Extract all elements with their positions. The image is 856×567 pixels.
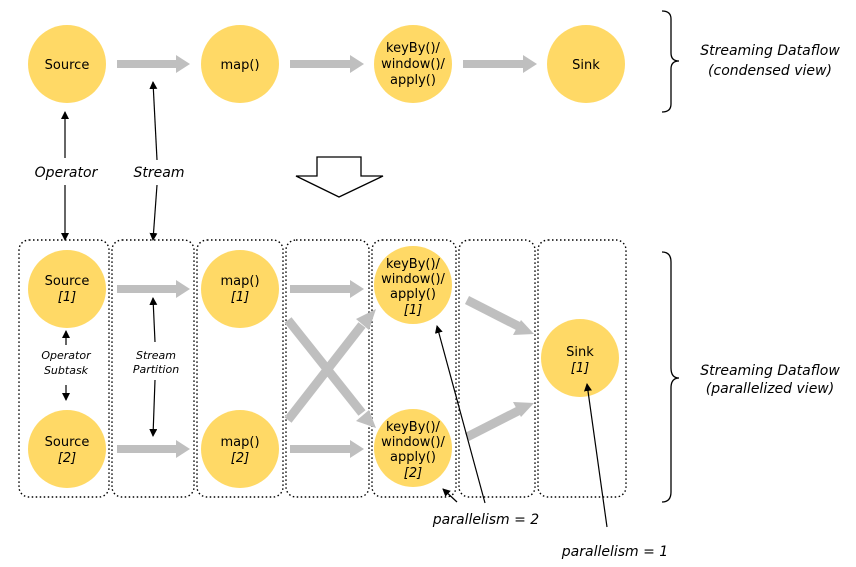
condensed-keyby-line-2: window()/ [381,57,445,72]
condensed-view: Source map() keyBy()/ window()/ apply() … [28,10,840,113]
source1-index: [1] [58,290,76,305]
group-stream-1 [111,239,195,498]
sink1-label: Sink [566,345,594,360]
partition-arrow-keyby1-sink [464,295,523,332]
partition-arrow-keyby2-sink [464,405,523,442]
partition-arrow-map1-keyby1 [290,280,364,298]
stream-partition-label-2: Partition [133,363,179,376]
source2-index: [2] [58,451,76,466]
operator-subtask-label-1: Operator [41,349,92,362]
condensed-sink-label: Sink [572,58,600,73]
partition-arrow-source1-map1 [117,280,190,298]
condensed-side-label-2: (condensed view) [708,63,832,79]
keyby1-line-2: window()/ [381,272,445,287]
keyby1-node [374,246,452,324]
parallel-bracket [661,251,680,503]
source1-label: Source [45,274,90,289]
keyby1-line-3: apply() [390,287,436,302]
condensed-side-label-1: Streaming Dataflow [700,43,840,59]
condensed-map-node [201,25,279,103]
parallelism2-pointer-keyby1 [434,325,486,504]
source2-label: Source [45,435,90,450]
condensed-sink-node [547,25,625,103]
partition-arrow-map2-keyby2 [290,440,364,458]
keyby2-line-1: keyBy()/ [386,420,441,435]
arrowhead-keyby2-sink [513,402,534,417]
stream-arrow-down [149,184,158,241]
top-annotations [61,81,158,241]
map1-node [201,250,279,328]
operator-subtask-label-2: Subtask [44,364,89,377]
condensed-source-node [28,25,106,103]
arrowhead-map2-keyby1 [356,309,376,330]
map2-label: map() [220,435,259,450]
parallelism1-pointer-sink [584,383,608,528]
map1-index: [1] [231,290,249,305]
stream-partition-label-1: Stream [136,349,176,362]
sink1-node [541,319,619,397]
group-source [18,239,110,498]
keyby2-node [374,409,452,487]
parallelism-2-label: parallelism = 2 [432,512,540,528]
down-transform-arrow [295,156,384,198]
keyby2-line-2: window()/ [381,435,445,450]
condensed-keyby-line-1: keyBy()/ [386,41,441,56]
stream-annotation: Stream [134,165,185,181]
group-map [196,239,284,498]
keyby2-index: [2] [404,466,422,481]
sink1-index: [1] [571,361,589,376]
partition-arrow-source2-map2 [117,440,190,458]
source1-node [28,250,106,328]
map2-index: [2] [231,451,249,466]
keyby1-line-1: keyBy()/ [386,257,441,272]
parallelism2-pointer-keyby2 [442,488,458,503]
condensed-stream-arrow-2 [290,55,364,73]
group-keyby [371,239,457,498]
parallelism-1-label: parallelism = 1 [561,544,668,560]
parallel-side-label-2: (parallelized view) [706,381,834,397]
stream-arrow-up [149,81,158,161]
condensed-map-label: map() [220,58,259,73]
condensed-keyby-line-3: apply() [390,73,436,88]
map1-label: map() [220,274,259,289]
condensed-stream-arrow-3 [463,55,537,73]
arrowhead-keyby1-sink [513,320,534,335]
condensed-source-label: Source [45,58,90,73]
partition-arrow-up [149,297,158,343]
partition-arrow-down [149,379,158,437]
partition-arrow-map2-keyby1 [284,322,366,423]
group-stream-2 [285,239,370,498]
operator-annotation: Operator [35,165,99,181]
condensed-stream-arrow-1 [117,55,190,73]
keyby2-line-3: apply() [390,450,436,465]
map2-node [201,410,279,488]
condensed-keyby-node [374,25,452,103]
parallel-view: Source [1] Source [2] map() [1] map() [2… [18,239,840,560]
source2-node [28,410,106,488]
condensed-bracket [661,10,680,113]
group-stream-3 [458,239,536,498]
keyby1-index: [1] [404,303,422,318]
arrowhead-map1-keyby2 [356,410,376,428]
parallel-side-label-1: Streaming Dataflow [700,363,840,379]
